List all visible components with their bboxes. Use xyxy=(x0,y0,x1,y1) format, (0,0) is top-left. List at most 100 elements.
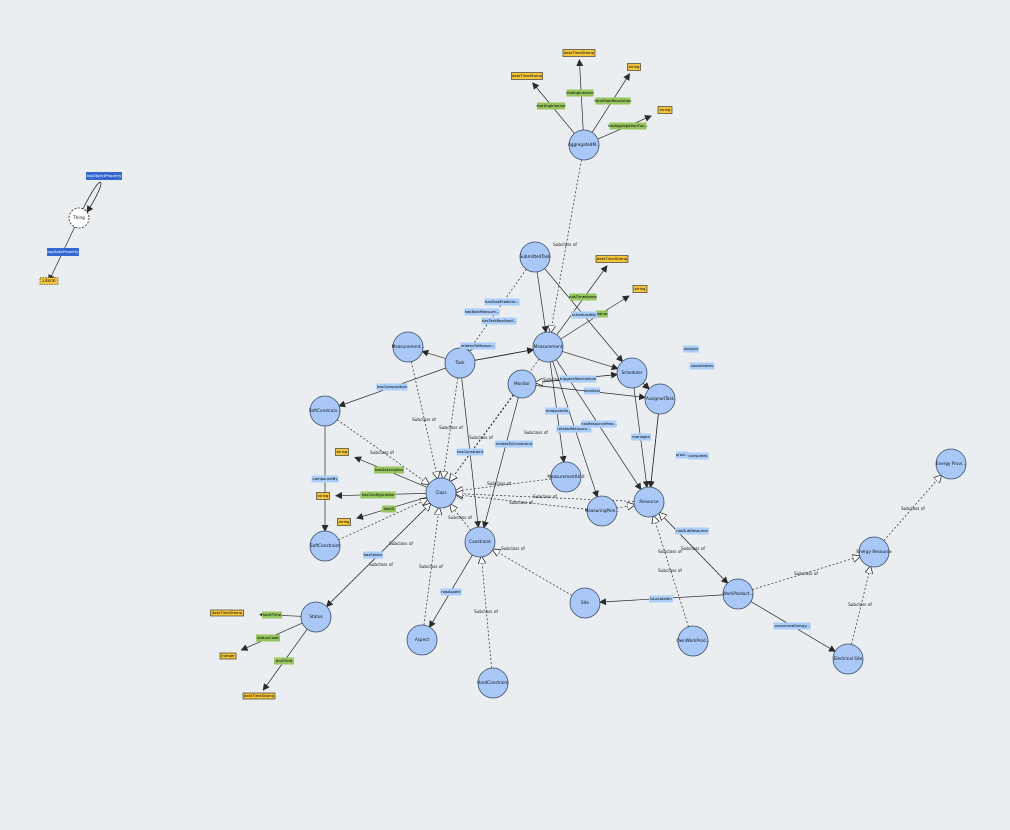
label-object-40[interactable]: hasSubResource xyxy=(675,527,709,535)
label-box xyxy=(374,466,404,474)
label-datatype-37[interactable]: string xyxy=(337,518,351,526)
node-aggregated[interactable]: AggregatedM... xyxy=(568,129,600,161)
node-electrical[interactable]: Electrical Site xyxy=(832,643,864,675)
label-box xyxy=(456,448,484,456)
label-object-32[interactable]: hasConstraint xyxy=(456,448,484,456)
label-datatype-35[interactable]: string xyxy=(316,492,330,500)
label-box xyxy=(595,255,629,263)
label-data-45[interactable]: startTime xyxy=(262,611,282,619)
label-object-29[interactable]: hasComposition xyxy=(376,383,408,391)
label-datatype-10[interactable]: dateTimeStamp xyxy=(595,255,629,263)
label-object-31[interactable]: relatesToConstraint xyxy=(495,440,533,448)
node-assigned[interactable]: AssignedTask xyxy=(644,383,676,415)
label-object-18[interactable]: relatesToMeasur... xyxy=(460,342,496,350)
node-hardc[interactable]: HardConstraint xyxy=(477,667,509,699)
subclass-edge xyxy=(338,499,428,541)
label-object-22[interactable]: monitors xyxy=(584,387,601,395)
label-data-38[interactable]: hasID xyxy=(382,505,396,513)
label-object-19[interactable]: assigns xyxy=(683,345,699,353)
label-object-16[interactable]: hasTaskMeasure... xyxy=(464,308,500,316)
node-aspect[interactable]: Aspect xyxy=(406,624,438,656)
label-data-36[interactable]: hasConfiguration xyxy=(360,491,396,499)
label-datatype-47[interactable]: integer xyxy=(219,652,237,660)
label-data-34[interactable]: hasDescription xyxy=(374,466,404,474)
label-object-23[interactable]: measuredIn xyxy=(545,407,569,415)
label-object-17[interactable]: hasTaskRealized... xyxy=(481,317,517,325)
label-object-39[interactable]: hasStatus xyxy=(363,551,383,559)
label-data-13[interactable]: value xyxy=(596,310,608,318)
class-circle xyxy=(507,369,537,399)
label-datatype-4[interactable]: string xyxy=(627,63,641,71)
node-constraint[interactable]: Constraint xyxy=(464,526,496,558)
node-label: Monitor xyxy=(514,381,530,386)
label-special-1[interactable]: topDataProperty xyxy=(47,248,79,256)
node-resource[interactable]: Resource xyxy=(633,486,665,518)
node-monitor[interactable]: Monitor xyxy=(507,369,537,399)
label-data-9[interactable]: hasAggregationFun... xyxy=(608,122,648,130)
property-edge xyxy=(482,397,519,529)
label-text: hasComposition xyxy=(377,384,408,389)
class-circle xyxy=(722,578,754,610)
node-status[interactable]: Status xyxy=(300,601,332,633)
subclass-of-label: Subclass of xyxy=(658,549,682,554)
label-box xyxy=(657,106,673,114)
node-measurement2[interactable]: Measurement... xyxy=(392,331,425,363)
label-text: dateTimeStamp xyxy=(564,50,595,55)
node-softc[interactable]: SoftConstrain... xyxy=(309,395,341,427)
node-softc2[interactable]: SoftConstraint xyxy=(309,530,341,562)
node-ownwork[interactable]: OwnWorkProd... xyxy=(676,625,710,657)
node-thing[interactable]: Thing xyxy=(68,207,90,229)
label-box xyxy=(460,342,496,350)
label-datatype-11[interactable]: string xyxy=(632,285,648,293)
node-workprod[interactable]: WorkProduct... xyxy=(722,578,754,610)
node-measurement[interactable]: Measurement xyxy=(532,331,564,363)
subclass-edge xyxy=(443,377,459,478)
class-circle xyxy=(568,129,600,161)
label-object-25[interactable]: hasResourceMea... xyxy=(581,420,617,428)
property-edge xyxy=(647,413,659,489)
label-object-42[interactable]: hasAspect xyxy=(440,588,462,596)
node-submitted[interactable]: SubmittedTask xyxy=(519,241,551,273)
node-scheduler[interactable]: Scheduler xyxy=(616,357,648,389)
label-datatype-2[interactable]: dateTimeStamp xyxy=(562,49,596,57)
label-datatype-44[interactable]: dateTimeStamp xyxy=(210,609,244,617)
label-object-15[interactable]: hasTaskPredicte... xyxy=(484,298,520,306)
label-data-46[interactable]: statusCode xyxy=(256,634,280,642)
label-box xyxy=(311,475,339,483)
node-task[interactable]: Task xyxy=(444,347,476,379)
label-object-24[interactable]: relatedMeasure... xyxy=(556,425,592,433)
label-object-27[interactable]: prod... xyxy=(676,451,688,459)
label-datatype-49[interactable]: dateTimeStamp xyxy=(242,692,276,700)
node-munit[interactable]: MeasurementUnit xyxy=(547,461,585,493)
label-datatype-3[interactable]: dateTimeStamp xyxy=(511,72,543,80)
label-datatype-33[interactable]: string xyxy=(335,448,349,456)
node-energyprov[interactable]: Energy Provi... xyxy=(935,448,967,480)
node-mpoint[interactable]: MeasuringPoin... xyxy=(585,495,620,527)
node-literal[interactable]: Literal xyxy=(39,277,59,285)
class-circle xyxy=(586,495,618,527)
label-data-6[interactable]: endingInterval xyxy=(566,89,594,97)
label-box xyxy=(440,588,462,596)
label-object-41[interactable]: isLocatedIn xyxy=(649,595,673,603)
label-data-48[interactable]: endTime xyxy=(274,657,294,665)
class-circle xyxy=(300,601,332,633)
node-energyres[interactable]: Energy Resource xyxy=(856,536,892,568)
property-edge xyxy=(421,349,446,359)
label-data-8[interactable]: timeStepResolution xyxy=(594,97,632,105)
label-object-14[interactable]: scheduledBy xyxy=(571,311,597,319)
label-object-21[interactable]: triggersReschedule xyxy=(559,375,597,383)
label-text: string xyxy=(660,107,671,112)
property-labels-layer: topObjectProperty topDataProperty dateTime… xyxy=(47,49,811,700)
label-data-12[interactable]: hasTimestamp xyxy=(569,293,598,301)
label-datatype-5[interactable]: string xyxy=(657,106,673,114)
label-object-30[interactable]: compoundBy xyxy=(311,475,339,483)
label-object-43[interactable]: consumesEnergy... xyxy=(773,622,811,630)
node-class[interactable]: Class xyxy=(425,477,457,509)
label-special-0[interactable]: topObjectProperty xyxy=(86,172,122,180)
node-site[interactable]: Site xyxy=(569,587,601,619)
label-data-7[interactable]: startingInterval xyxy=(536,102,566,110)
label-object-20[interactable]: coordinates xyxy=(689,362,715,370)
label-object-26[interactable]: manages xyxy=(631,433,651,441)
label-object-28[interactable]: consumes xyxy=(687,452,709,460)
